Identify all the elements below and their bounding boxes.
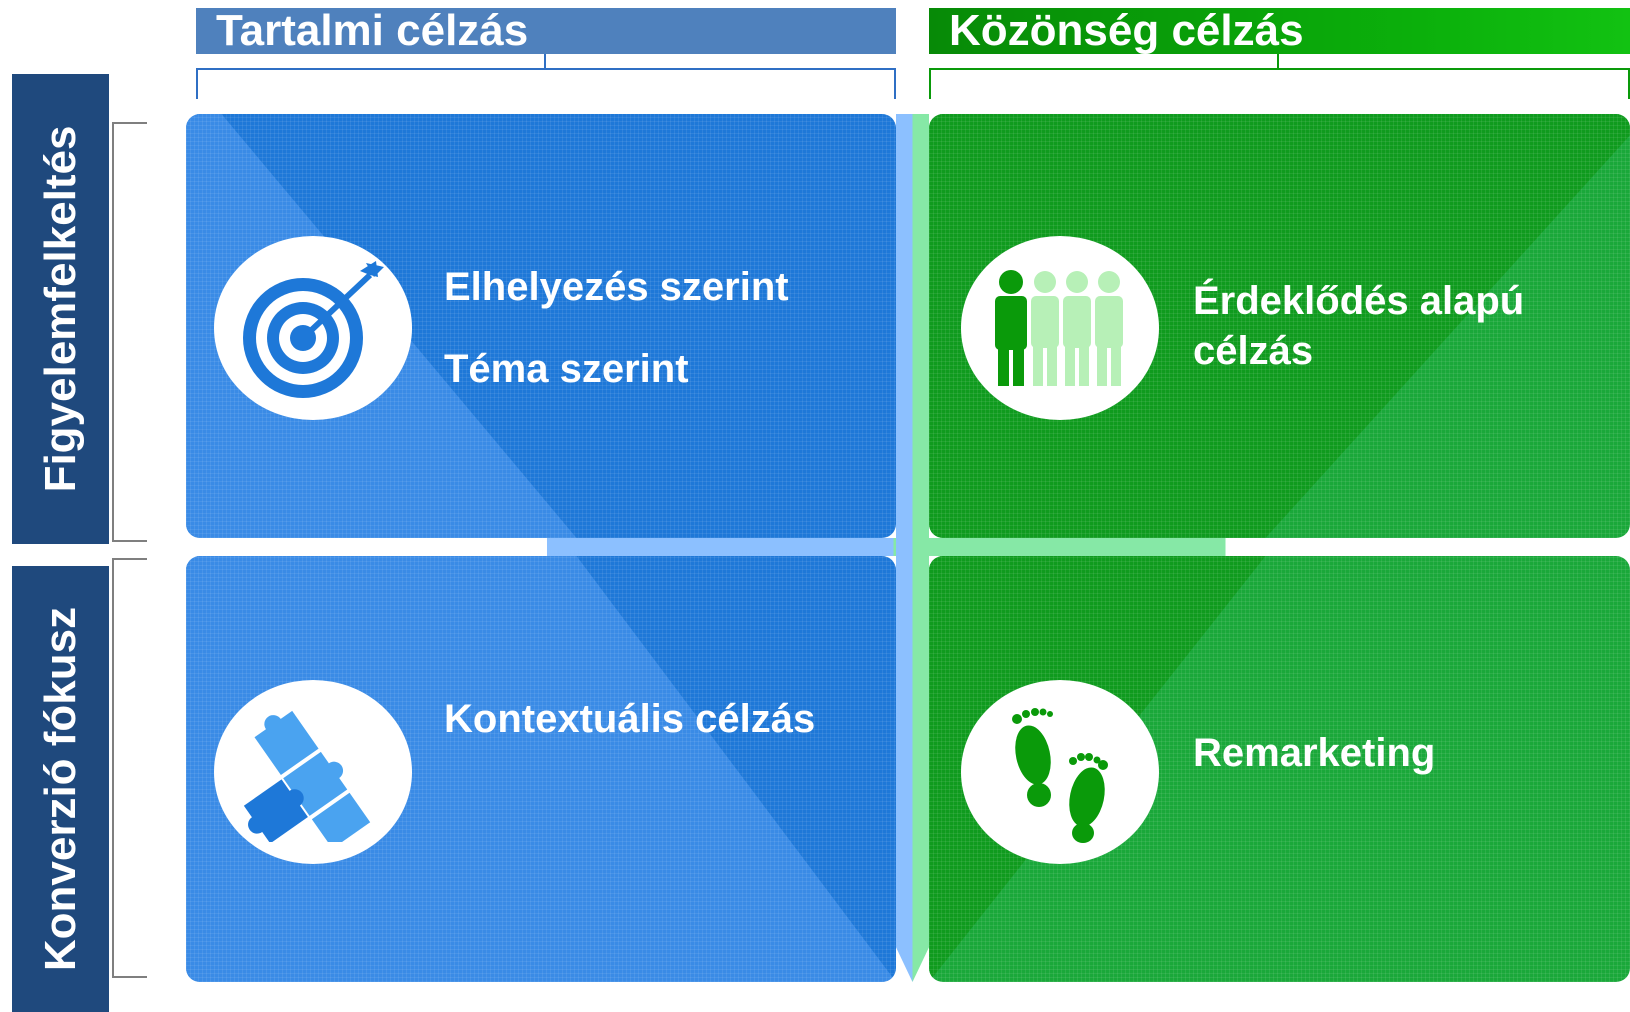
attention-row-header: Figyelemfelkeltés [12, 74, 109, 544]
puzzle-icon [214, 680, 412, 864]
attention-row-label: Figyelemfelkeltés [35, 125, 85, 493]
content-bracket-tick [544, 54, 546, 68]
vertical-divider [896, 114, 929, 982]
quadrant-tr-line-1: Érdeklődés alapú [1193, 279, 1525, 323]
audience-bracket-tick [1277, 54, 1279, 68]
footprints-icon [961, 680, 1159, 864]
content-bracket [196, 68, 896, 99]
quadrant-audience-attention: Érdeklődés alapú célzás [929, 114, 1630, 538]
quadrant-content-conversion: Kontextuális célzás [186, 556, 896, 982]
conversion-row-label: Konverzió fókusz [35, 606, 85, 972]
quadrant-tl-line-2: Téma szerint [444, 347, 689, 391]
conversion-row-header: Konverzió fókusz [12, 566, 109, 1012]
audience-targeting-header: Közönség célzás [929, 8, 1630, 54]
conversion-bracket [112, 558, 147, 978]
quadrant-bl-line-1: Kontextuális célzás [444, 697, 816, 741]
quadrant-tr-line-2: célzás [1193, 329, 1314, 373]
quadrant-br-line-1: Remarketing [1193, 731, 1436, 775]
quadrant-audience-conversion: Remarketing [929, 556, 1630, 982]
quadrant-content-attention: Elhelyezés szerint Téma szerint [186, 114, 896, 538]
target-icon [214, 236, 412, 420]
attention-bracket [112, 122, 147, 542]
people-icon [961, 236, 1159, 420]
content-targeting-header: Tartalmi célzás [196, 8, 896, 54]
quadrant-tl-line-1: Elhelyezés szerint [444, 265, 789, 309]
audience-bracket [929, 68, 1630, 99]
